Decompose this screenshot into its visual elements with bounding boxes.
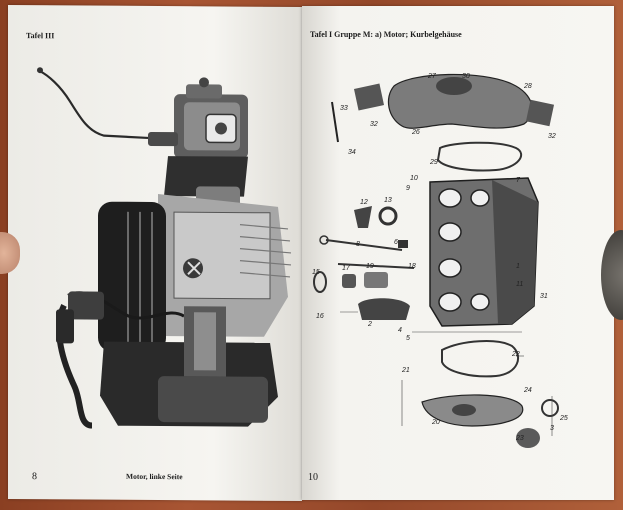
part-number-label: 8	[356, 241, 360, 248]
part-number-label: 10	[410, 175, 418, 182]
part-number-label: 30	[462, 73, 470, 80]
part-number-label: 28	[523, 83, 532, 90]
engine-side-view-photo	[37, 67, 292, 429]
part-number-label: 24	[523, 387, 532, 394]
part-number-label: 31	[540, 293, 548, 300]
open-book: Tafel III	[8, 4, 614, 502]
part-number-label: 19	[366, 263, 374, 270]
thumb-holding-book	[0, 232, 20, 274]
part-number-label: 23	[515, 435, 524, 442]
part-number-label: 7	[516, 177, 521, 184]
part-number-label: 11	[516, 281, 523, 288]
left-page: Tafel III	[8, 4, 302, 502]
part-number-label: 1	[516, 263, 520, 270]
part-number-label: 33	[340, 105, 348, 112]
part-number-label: 20	[431, 419, 440, 426]
part-number-label: 4	[398, 327, 402, 334]
right-page-number: 10	[308, 472, 318, 483]
part-number-label: 2	[367, 321, 372, 328]
right-page: Tafel I Gruppe M: a) Motor; Kurbelgehäus…	[302, 6, 614, 500]
part-number-label: 26	[411, 129, 420, 136]
part-number-label: 32	[548, 133, 556, 140]
part-number-label: 16	[316, 313, 324, 320]
left-page-number: 8	[32, 471, 37, 483]
part-number-label: 5	[406, 335, 410, 342]
part-number-label: 6	[394, 239, 398, 246]
part-number-label: 18	[408, 263, 416, 270]
part-number-label: 32	[370, 121, 378, 128]
part-number-label: 15	[312, 269, 320, 276]
part-number-label: 12	[360, 199, 368, 206]
part-number-label: 13	[384, 197, 392, 204]
part-number-label: 29	[429, 159, 438, 166]
left-page-caption: Motor, linke Seite	[126, 471, 183, 482]
part-number-label: 22	[511, 351, 520, 358]
metal-disc-object	[601, 230, 623, 320]
part-number-label: 17	[342, 265, 351, 272]
part-number-label: 21	[401, 367, 410, 374]
part-number-label: 3	[550, 425, 554, 432]
part-number-label: 9	[406, 185, 410, 192]
part-number-label: 27	[427, 73, 437, 80]
right-page-header: Tafel I Gruppe M: a) Motor; Kurbelgehäus…	[310, 30, 462, 39]
part-number-label: 25	[559, 415, 568, 422]
part-number-label: 34	[348, 149, 356, 156]
